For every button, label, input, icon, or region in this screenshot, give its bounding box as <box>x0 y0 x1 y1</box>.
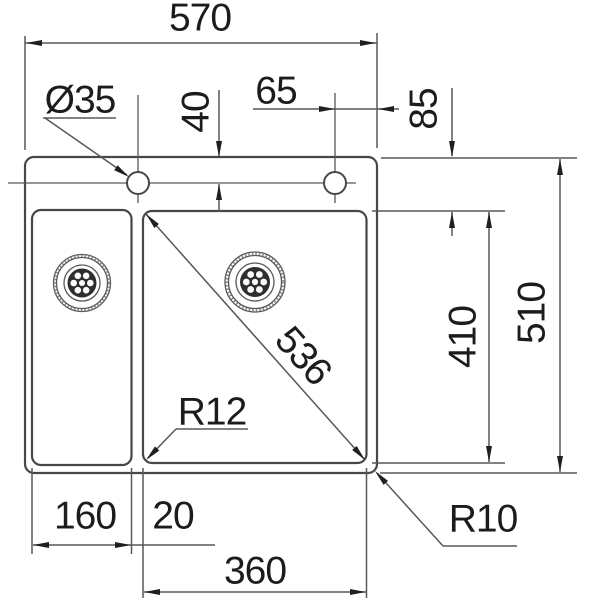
right-bowl-outline <box>141 209 368 465</box>
dim-faucet-offset-top: 40 <box>175 90 222 212</box>
dim-rim-to-bowl: 85 <box>403 88 455 236</box>
dim-label-overall-width: 570 <box>169 0 231 40</box>
arrowhead <box>146 446 160 460</box>
dim-label-bowl-depth: 410 <box>442 306 485 368</box>
dim-label-overall-depth: 510 <box>511 282 554 344</box>
sink-outline-group <box>23 155 379 475</box>
dim-label-faucet-offset-right: 65 <box>255 70 297 113</box>
arrowhead <box>352 446 365 460</box>
faucet-holes-group <box>8 93 356 203</box>
label-faucet-diameter: Ø35 <box>45 79 116 122</box>
callout-outer-radius: R10 <box>375 471 519 547</box>
arrowhead <box>375 471 388 485</box>
dim-label-bowl-diagonal: 536 <box>266 319 339 394</box>
sink-rim-outline <box>23 155 379 475</box>
arrowhead <box>486 212 492 228</box>
dim-bowl-depth: 410 <box>372 210 505 464</box>
arrowhead <box>319 106 335 112</box>
arrowhead <box>486 446 492 462</box>
dim-label-divider-gap: 20 <box>152 495 194 538</box>
arrowhead <box>115 542 131 548</box>
dimension-line <box>145 213 366 461</box>
arrowhead <box>360 40 376 46</box>
dim-label-faucet-offset-top: 40 <box>175 91 218 133</box>
callout-faucet-diameter: Ø35 <box>43 79 129 177</box>
arrowhead <box>216 141 222 157</box>
label-bowl-radius: R12 <box>178 391 247 434</box>
arrowhead <box>33 542 49 548</box>
arrowhead <box>449 212 455 228</box>
dim-overall-width: 570 <box>24 0 378 150</box>
arrowhead <box>557 159 563 175</box>
arrowhead <box>378 106 394 112</box>
left-drain-strainer <box>52 253 112 313</box>
left-bowl-outline <box>30 208 133 467</box>
arrowhead <box>114 165 129 177</box>
dim-overall-depth: 510 <box>380 157 577 474</box>
arrowhead <box>26 40 42 46</box>
faucet-hole-right <box>323 171 347 195</box>
arrowhead <box>350 589 366 595</box>
arrowhead <box>449 141 455 157</box>
dim-bottom-group: 160 20 360 <box>31 468 368 598</box>
arrowhead <box>144 589 160 595</box>
label-outer-radius: R10 <box>449 498 518 541</box>
arrowhead <box>146 214 159 228</box>
callout-bowl-radius: R12 <box>146 391 248 460</box>
dim-label-left-bowl-width: 160 <box>54 495 116 538</box>
dim-label-right-bowl-width: 360 <box>224 550 286 593</box>
leader-line <box>376 472 444 547</box>
left-drain-knurled-ring <box>53 254 111 312</box>
right-drain-knurled-ring <box>225 252 285 312</box>
dim-label-rim-to-bowl: 85 <box>403 88 446 130</box>
arrowhead <box>557 456 563 472</box>
dim-faucet-offset-right: 65 <box>253 70 399 113</box>
leader-line <box>44 117 128 176</box>
faucet-hole-left <box>126 171 150 195</box>
arrowhead <box>216 184 222 200</box>
right-drain-strainer <box>224 251 286 313</box>
